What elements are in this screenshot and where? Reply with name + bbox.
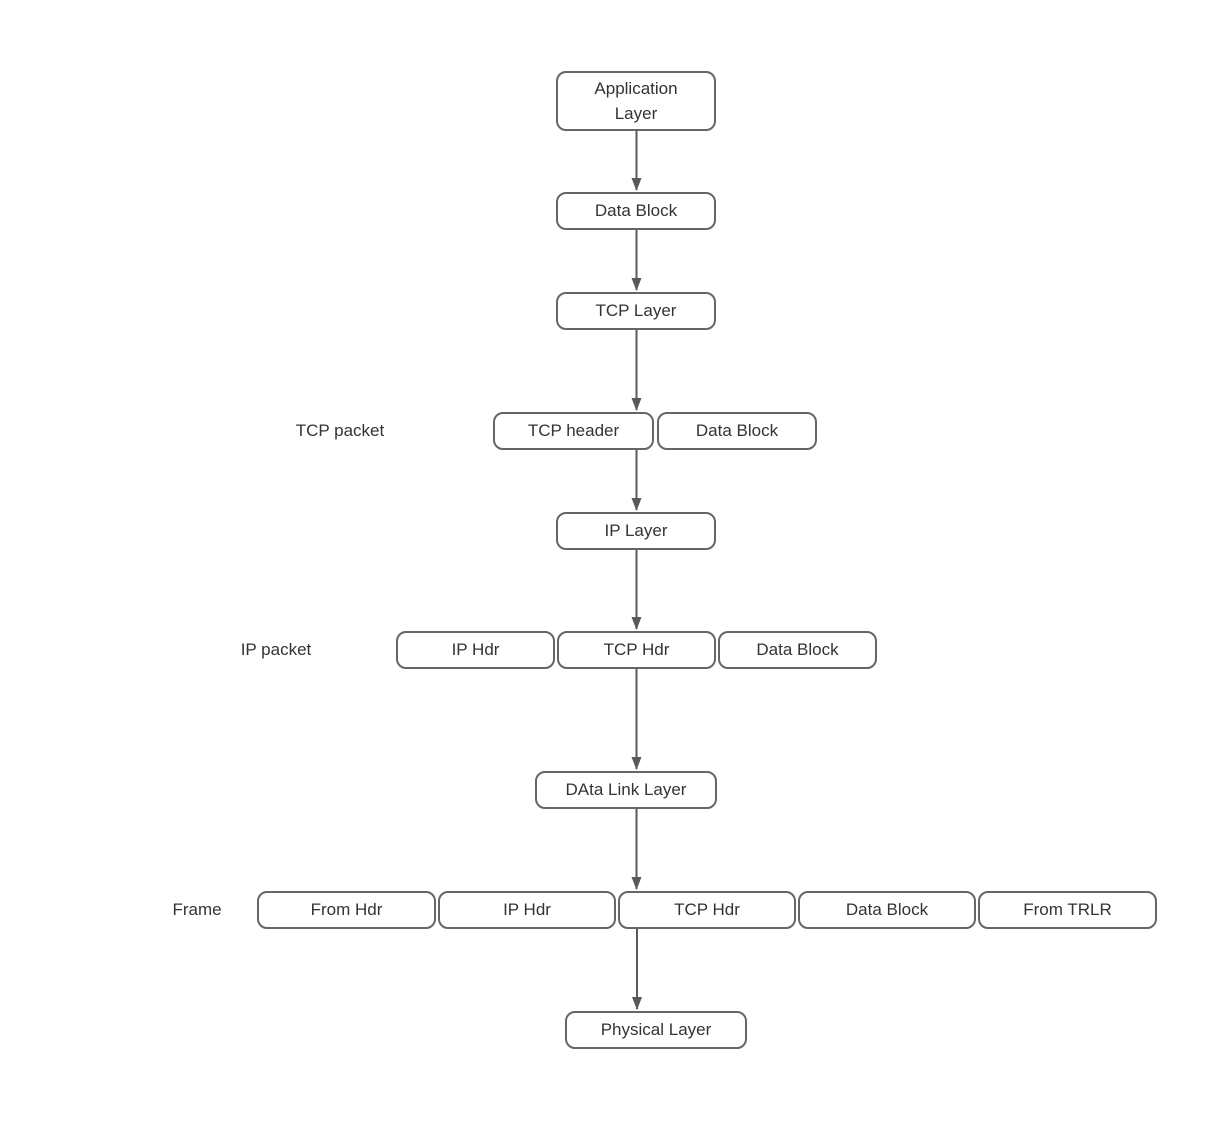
node-data-block-2: Data Block xyxy=(657,412,817,450)
node-ip-hdr: IP Hdr xyxy=(396,631,555,669)
node-tcp-hdr-frame: TCP Hdr xyxy=(618,891,796,929)
label-tcp-packet: TCP packet xyxy=(295,421,385,440)
node-tcp-header: TCP header xyxy=(493,412,654,450)
node-ip-hdr-frame: IP Hdr xyxy=(438,891,616,929)
node-physical-layer: Physical Layer xyxy=(565,1011,747,1049)
label-frame: Frame xyxy=(172,900,222,919)
node-from-hdr: From Hdr xyxy=(257,891,436,929)
node-tcp-layer: TCP Layer xyxy=(556,292,716,330)
label-ip-packet: IP packet xyxy=(240,640,312,659)
node-data-link-layer: DAta Link Layer xyxy=(535,771,717,809)
node-tcp-hdr: TCP Hdr xyxy=(557,631,716,669)
node-data-block-4: Data Block xyxy=(798,891,976,929)
node-from-trlr: From TRLR xyxy=(978,891,1157,929)
node-data-block-3: Data Block xyxy=(718,631,877,669)
node-data-block-1: Data Block xyxy=(556,192,716,230)
node-ip-layer: IP Layer xyxy=(556,512,716,550)
node-application-layer: Application Layer xyxy=(556,71,716,131)
